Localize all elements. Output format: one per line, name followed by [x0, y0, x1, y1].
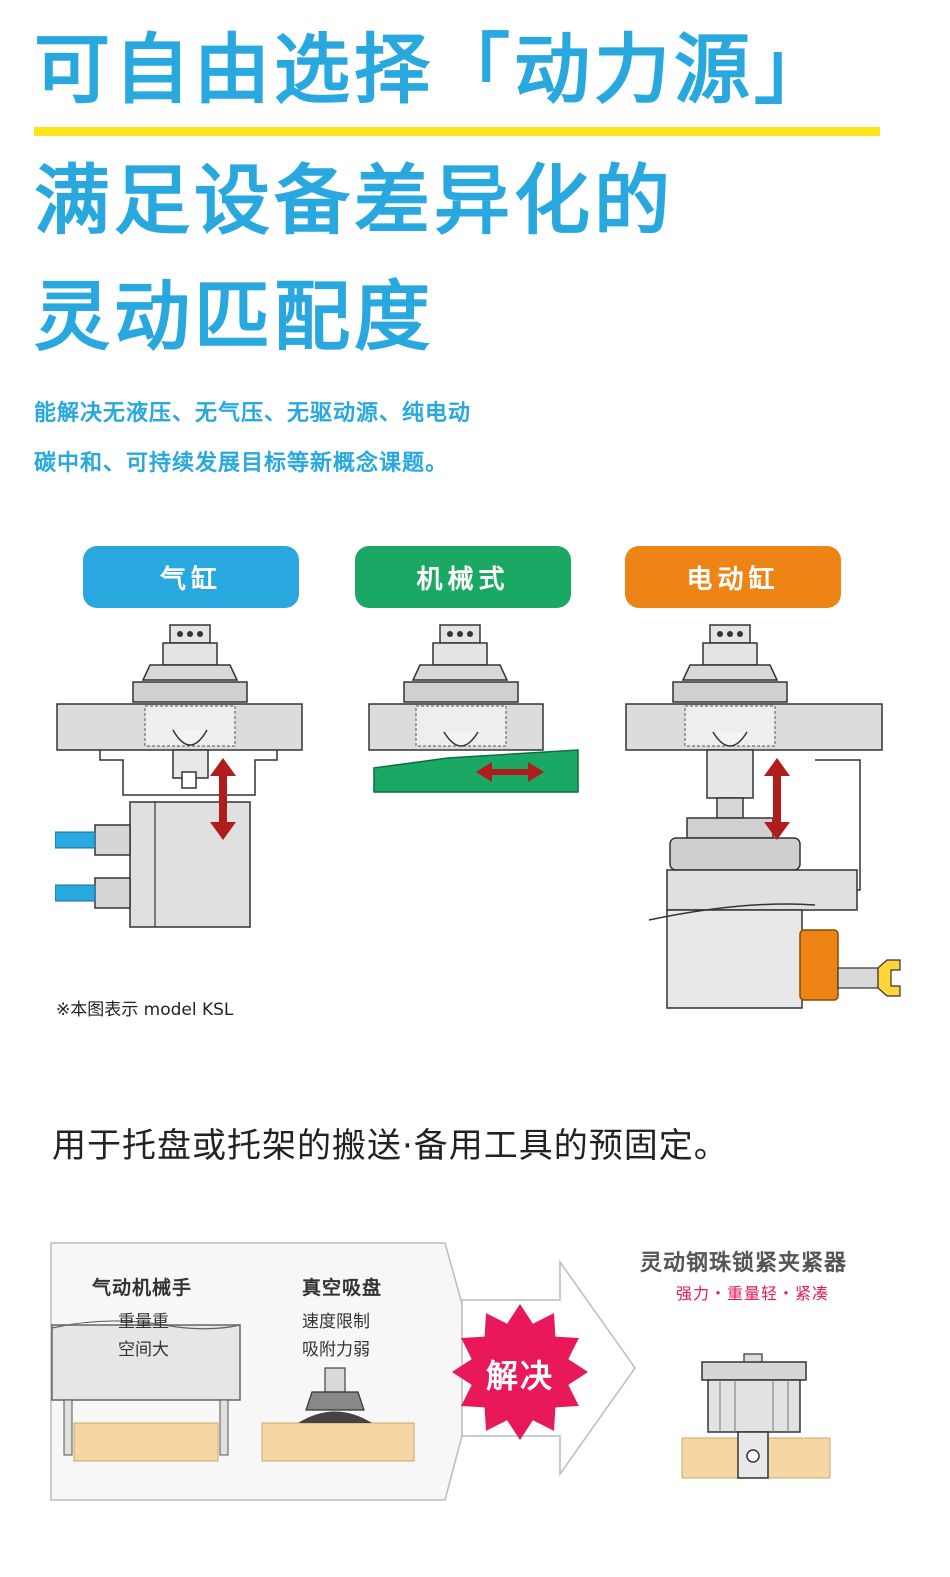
electric-cylinder-diagram — [625, 624, 901, 1009]
product-title: 灵动钢珠锁紧夹紧器 — [640, 1251, 848, 1276]
gripper-title: 气动机械手 — [92, 1277, 193, 1299]
pill-electric-cylinder: 电动缸 — [625, 546, 841, 608]
solve-badge-label: 解决 — [485, 1357, 554, 1395]
mechanical-diagram — [368, 624, 579, 793]
headline-line-3: 灵动匹配度 — [34, 272, 434, 361]
tagline: 用于托盘或托架的搬送·备用工具的预固定。 — [52, 1126, 729, 1166]
headline-line-2: 满足设备差异化的 — [34, 156, 674, 245]
subtitle-line-1: 能解决无液压、无气压、无驱动源、纯电动 — [34, 401, 472, 426]
gripper-point-1: 重量重 — [118, 1312, 169, 1332]
suction-title: 真空吸盘 — [302, 1277, 383, 1299]
pill-mechanical: 机械式 — [355, 546, 571, 608]
air-cylinder-diagram — [55, 624, 303, 928]
product-clamp-diagram — [681, 1353, 831, 1479]
headline-underline — [34, 127, 880, 136]
headline-line-1: 可自由选择「动力源」 — [34, 25, 834, 114]
gripper-point-2: 空间大 — [118, 1340, 169, 1360]
suction-point-2: 吸附力弱 — [302, 1340, 370, 1360]
pill-air-cylinder: 气缸 — [83, 546, 299, 608]
solve-starburst — [452, 1304, 588, 1440]
diagram-note: ※本图表示 model KSL — [56, 1000, 234, 1020]
product-features: 强力・重量轻・紧凑 — [676, 1284, 830, 1303]
suction-point-1: 速度限制 — [302, 1312, 370, 1332]
subtitle-line-2: 碳中和、可持续发展目标等新概念课题。 — [34, 451, 449, 476]
